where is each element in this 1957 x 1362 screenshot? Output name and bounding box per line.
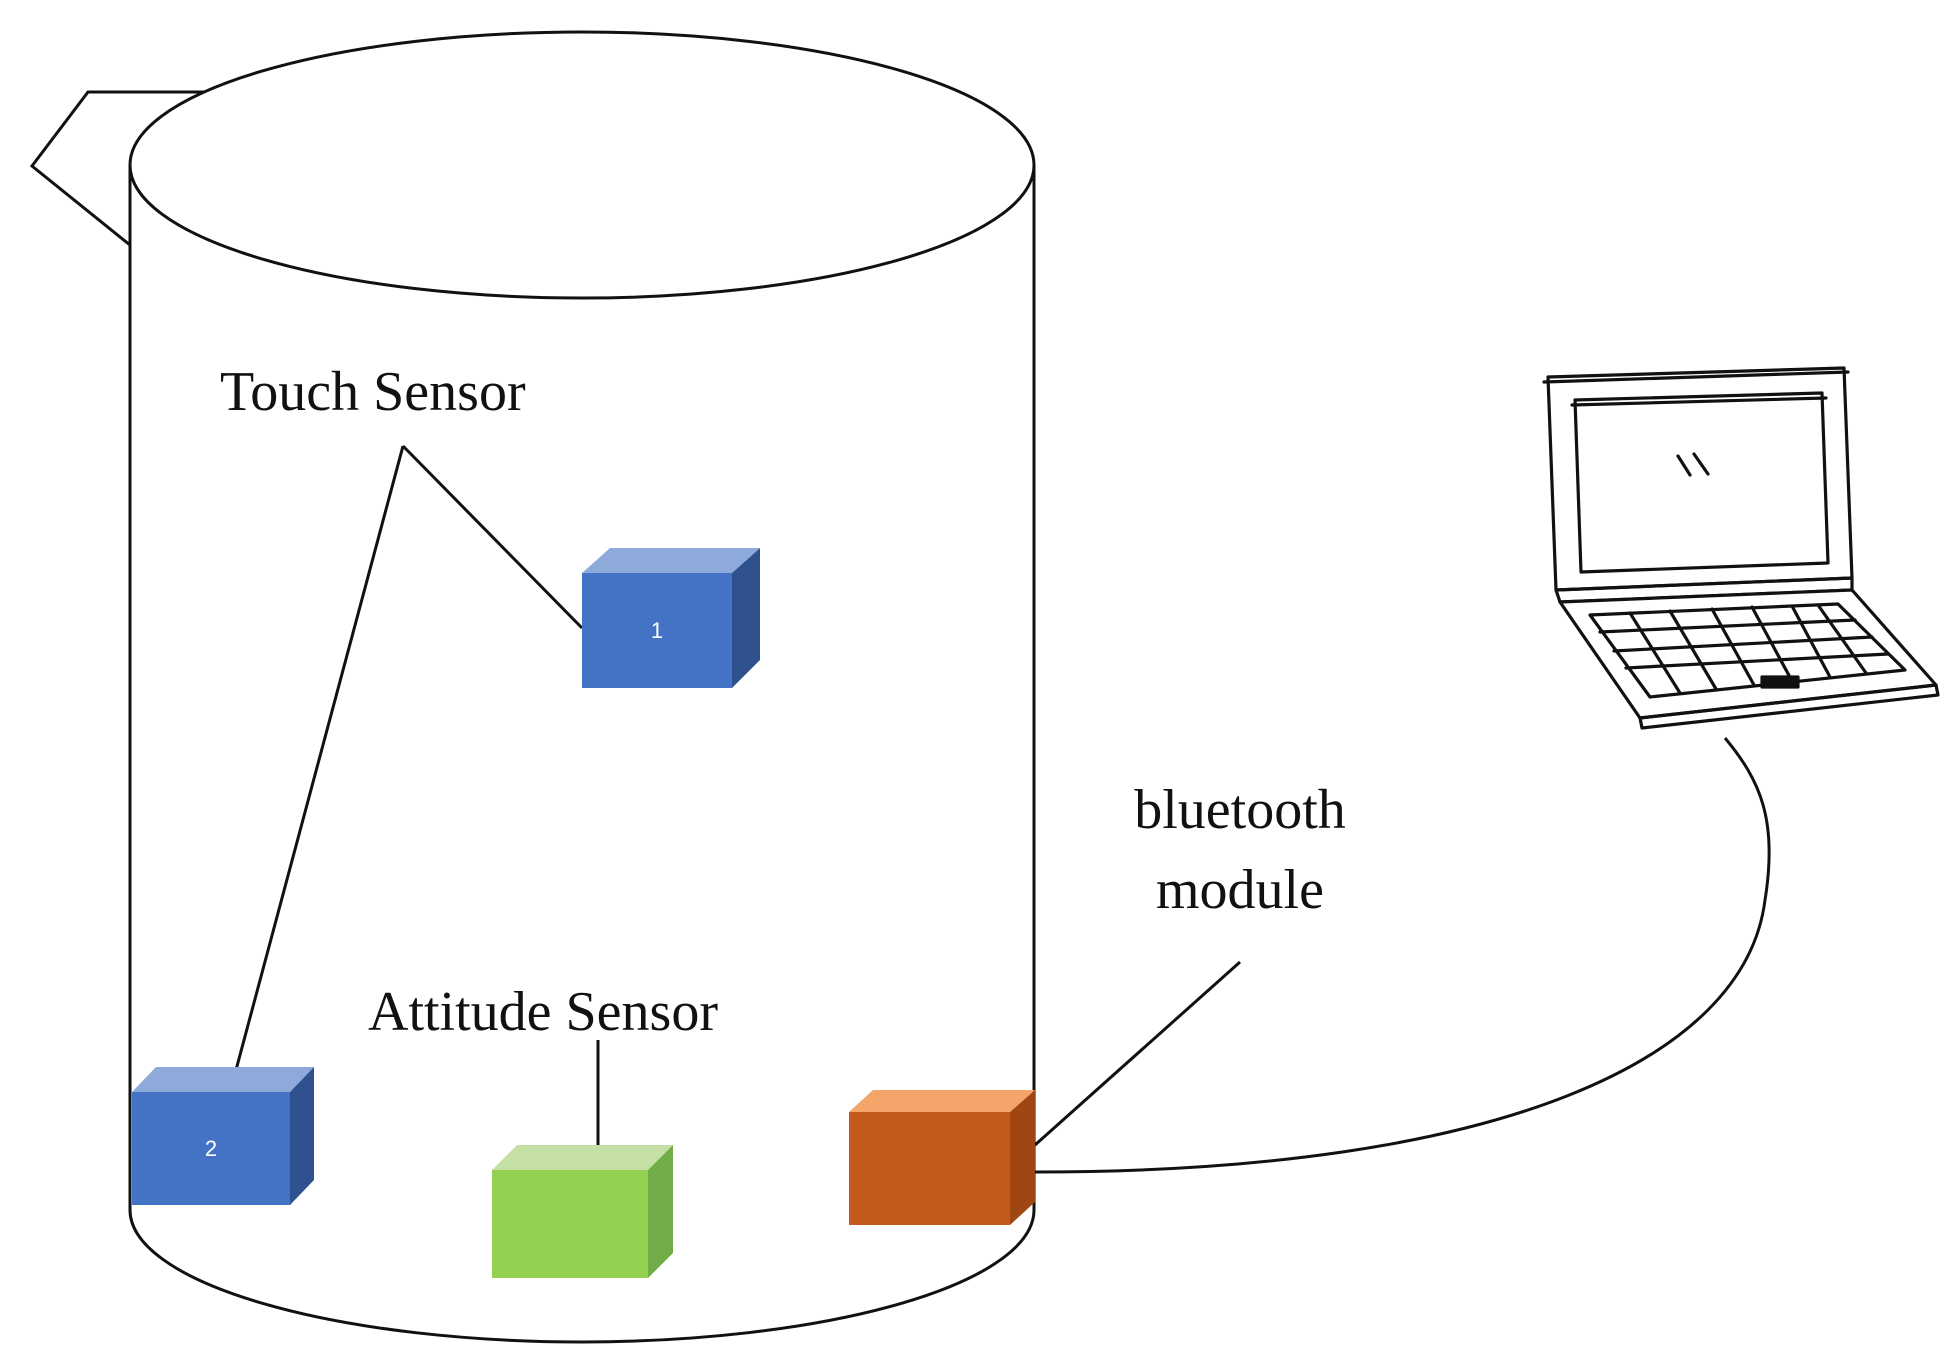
cylinder-cup: [29, 30, 1036, 1344]
touch-sensor-1-leader: [401, 444, 584, 630]
touch-sensor-2-box: 2: [132, 1067, 314, 1205]
attitude-sensor-box: [492, 1145, 673, 1278]
touch-sensor-1-number: 1: [651, 618, 663, 643]
cup-rim: [128, 30, 1036, 300]
bluetooth-module-label-line1: bluetooth: [1134, 779, 1346, 841]
laptop-icon: [1542, 366, 1940, 730]
connector-lines: [234, 444, 1771, 1174]
touch-sensor-1-box: 1: [582, 548, 760, 688]
wireless-link-curve: [1034, 737, 1771, 1174]
touch-sensor-2-number: 2: [205, 1136, 217, 1161]
cup-body: [128, 165, 1036, 1344]
attitude-sensor-label: Attitude Sensor: [368, 981, 718, 1043]
bluetooth-module-box: [849, 1090, 1035, 1225]
bluetooth-leader: [1034, 960, 1241, 1147]
touch-sensor-label: Touch Sensor: [220, 361, 526, 423]
bluetooth-module-label-line2: module: [1156, 859, 1324, 921]
touch-sensor-2-leader: [234, 445, 405, 1071]
